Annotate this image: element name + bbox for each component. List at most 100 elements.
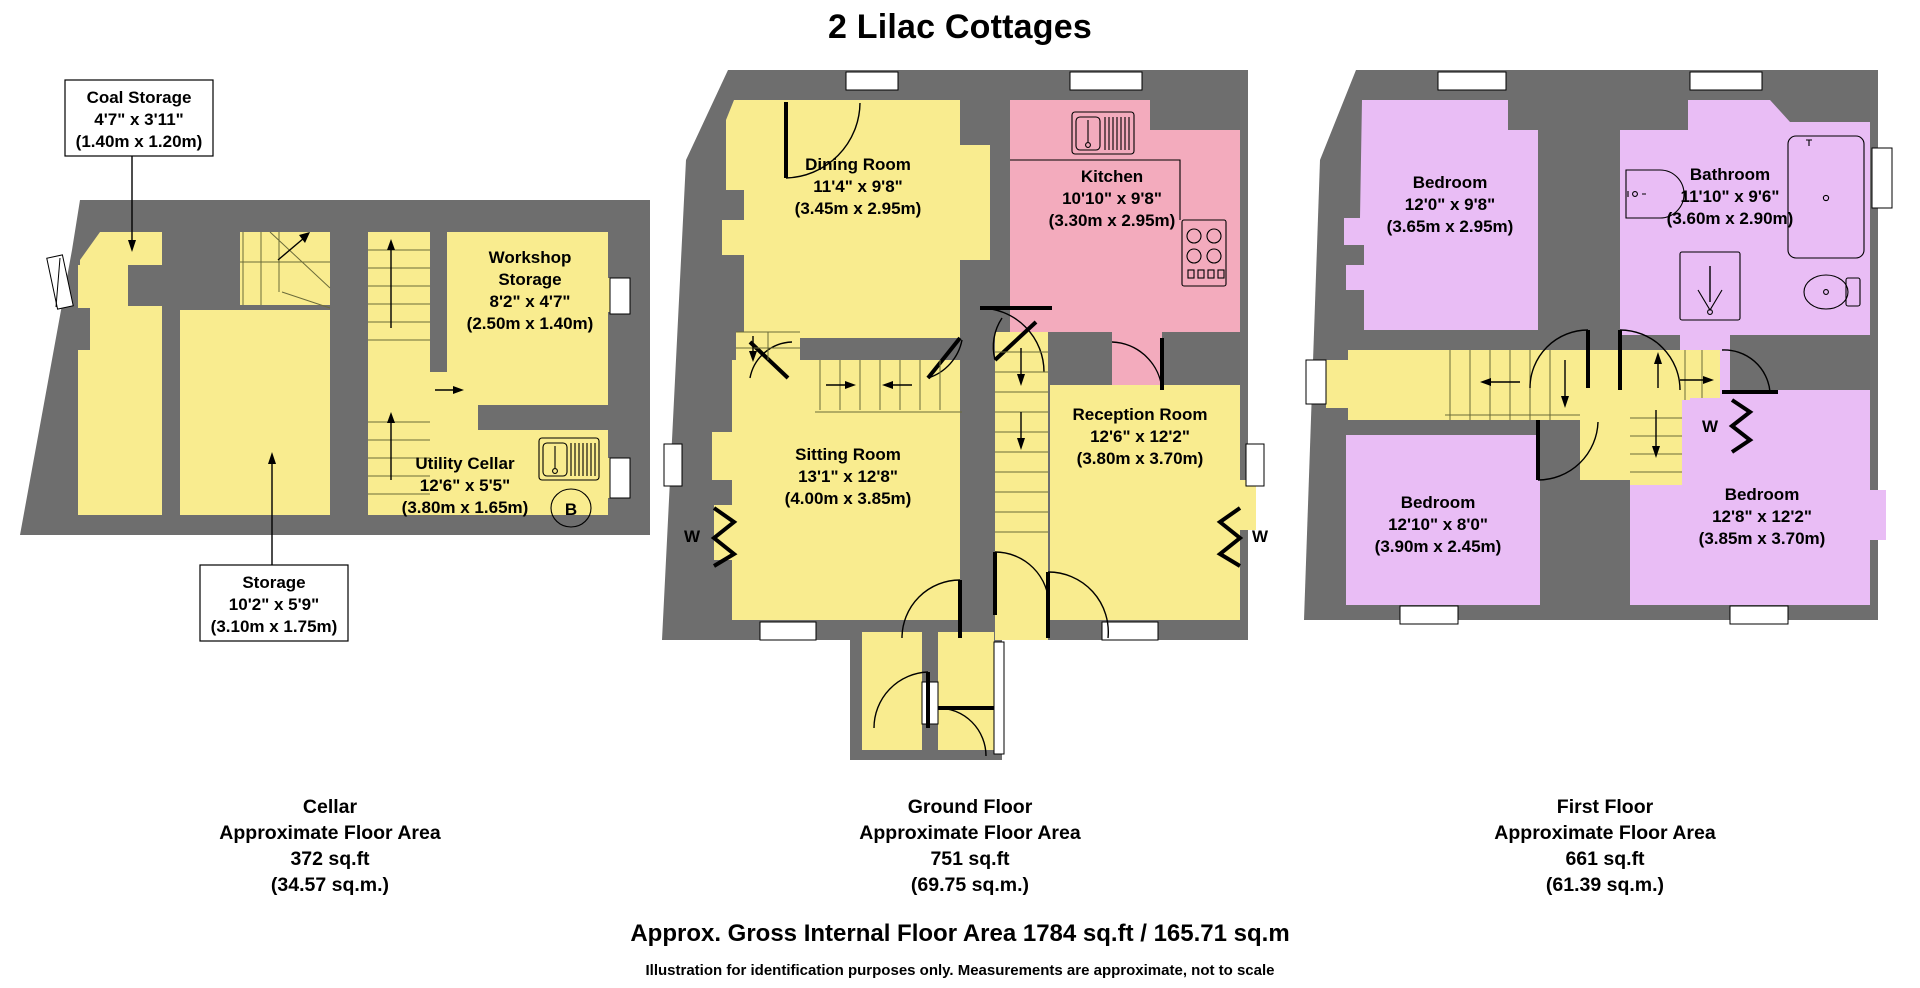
svg-text:12'8" x 12'2": 12'8" x 12'2"	[1712, 507, 1812, 526]
svg-text:12'0" x 9'8": 12'0" x 9'8"	[1405, 195, 1495, 214]
cellar-stair-upper	[368, 239, 430, 341]
kitchen-sink-icon	[1071, 111, 1135, 155]
svg-text:(3.80m x 3.70m): (3.80m x 3.70m)	[1077, 449, 1204, 468]
svg-text:Dining Room: Dining Room	[805, 155, 911, 174]
porch-outer-door	[937, 706, 994, 757]
toilet-icon	[1803, 274, 1861, 310]
svg-text:Bathroom: Bathroom	[1690, 165, 1770, 184]
sitting-room-stair-landing	[732, 360, 960, 390]
svg-text:Workshop: Workshop	[489, 248, 572, 267]
kitchen-door	[979, 306, 1052, 373]
shower-icon	[1679, 251, 1741, 321]
svg-text:W: W	[1252, 527, 1269, 546]
svg-text:10'2" x 5'9": 10'2" x 5'9"	[229, 595, 319, 614]
cellar-coal-storage-floor	[78, 265, 90, 308]
room-label-workshop-storage: Workshop Storage 8'2" x 4'7" (2.50m x 1.…	[467, 248, 594, 333]
room-label-bathroom: Bathroom 11'10" x 9'6" (3.60m x 2.90m)	[1667, 165, 1794, 228]
svg-text:11'10" x 9'6": 11'10" x 9'6"	[1681, 187, 1780, 206]
room-label-bedroom-2: Bedroom 12'10" x 8'0" (3.90m x 2.45m)	[1375, 493, 1502, 556]
dining-door	[784, 102, 861, 179]
svg-text:Storage: Storage	[498, 270, 561, 289]
first-window-bathroom-right	[1871, 147, 1893, 209]
bedroom2-floor	[1346, 435, 1540, 605]
svg-text:(3.45m x 2.95m): (3.45m x 2.95m)	[795, 199, 922, 218]
first-window-landing-left	[1305, 359, 1327, 405]
svg-text:Coal Storage: Coal Storage	[87, 88, 192, 107]
floor-plan-first: W Bedroom 12'0" x 9'8" (3.65m x 2.95m) B…	[1290, 60, 1920, 780]
room-label-bedroom-1: Bedroom 12'0" x 9'8" (3.65m x 2.95m)	[1387, 173, 1514, 236]
svg-text:12'10" x 8'0": 12'10" x 8'0"	[1388, 515, 1488, 534]
ground-window-reception-bottom	[1101, 621, 1159, 641]
ground-main-stair	[736, 331, 962, 413]
reception-bay-nib	[1238, 480, 1256, 530]
kitchen-counter-line	[1010, 159, 1181, 220]
first-window-bedroom3-bottom	[1729, 605, 1789, 625]
cellar-window-workshop	[609, 277, 631, 315]
boiler-label: B	[565, 500, 577, 519]
dining-room-floor	[722, 100, 990, 338]
svg-text:8'2" x 4'7": 8'2" x 4'7"	[490, 292, 571, 311]
first-window-bedroom1-top	[1437, 71, 1507, 91]
cellar-storage-arrow	[268, 452, 276, 565]
svg-text:Bedroom: Bedroom	[1725, 485, 1800, 504]
first-window-bathroom-top	[1689, 71, 1763, 91]
svg-text:(3.85m x 3.70m): (3.85m x 3.70m)	[1699, 529, 1826, 548]
svg-text:13'1" x 12'8": 13'1" x 12'8"	[798, 467, 898, 486]
bedroom1-door	[1529, 329, 1590, 389]
ground-window-dining-top	[845, 71, 899, 91]
svg-text:W: W	[684, 527, 701, 546]
porch-left-floor	[862, 632, 922, 750]
ground-window-sitting-left	[663, 443, 683, 487]
floor-plan-cellar: B Workshop Storage 8'2" x 4'7" (2.50m x …	[10, 60, 650, 780]
floor-caption-first: First Floor Approximate Floor Area 661 s…	[1494, 796, 1716, 896]
kitchen-stair-door	[1111, 338, 1164, 391]
svg-text:(2.50m x 1.40m): (2.50m x 1.40m)	[467, 314, 594, 333]
first-landing-left-nib	[1326, 360, 1348, 408]
page-title: 2 Lilac Cottages	[828, 8, 1092, 46]
dining-bay-nib	[722, 220, 744, 255]
bedroom2-door	[1536, 420, 1599, 481]
ground-window-reception-right	[1245, 443, 1265, 487]
svg-text:(1.40m x 1.20m): (1.40m x 1.20m)	[76, 132, 203, 151]
first-landing-stair	[1445, 350, 1580, 420]
cellar-utility-link-floor	[423, 405, 478, 432]
ground-hall-stair	[995, 348, 1048, 533]
cellar-stair-main	[240, 231, 331, 309]
svg-text:(4.00m x 3.85m): (4.00m x 3.85m)	[785, 489, 912, 508]
ground-window-kitchen-top	[1069, 71, 1143, 91]
svg-text:(3.30m x 2.95m): (3.30m x 2.95m)	[1049, 211, 1176, 230]
bedroom3-bay-nib	[1868, 490, 1886, 540]
hall-under-stair-door	[993, 551, 1050, 615]
cellar-stairwell-upper-floor	[240, 232, 330, 305]
room-label-dining-room: Dining Room 11'4" x 9'8" (3.45m x 2.95m)	[795, 155, 922, 218]
ground-window-sitting-bottom	[759, 621, 817, 641]
svg-text:W: W	[1702, 417, 1719, 436]
room-label-sitting-room: Sitting Room 13'1" x 12'8" (4.00m x 3.85…	[785, 445, 912, 508]
ground-window-porch-right	[993, 641, 1005, 755]
svg-text:Kitchen: Kitchen	[1081, 167, 1143, 186]
svg-text:(3.10m x 1.75m): (3.10m x 1.75m)	[211, 617, 338, 636]
wardrobe-marker-left: W	[684, 506, 738, 568]
floor-caption-cellar: Cellar Approximate Floor Area 372 sq.ft …	[219, 796, 441, 896]
cellar-utility-floor	[368, 430, 628, 515]
porch-right-floor	[938, 632, 994, 750]
cellar-workshop-door-arrow	[435, 386, 464, 394]
svg-text:(3.80m x 1.65m): (3.80m x 1.65m)	[402, 498, 529, 517]
cellar-window-utility	[609, 457, 631, 499]
room-label-utility-cellar: Utility Cellar 12'6" x 5'5" (3.80m x 1.6…	[402, 454, 529, 517]
svg-text:12'6" x 5'5": 12'6" x 5'5"	[420, 476, 510, 495]
svg-text:Bedroom: Bedroom	[1401, 493, 1476, 512]
sitting-room-door	[901, 579, 962, 639]
cellar-workshop-storage-floor	[447, 232, 628, 405]
cellar-window-left	[46, 254, 74, 310]
svg-text:12'6" x 12'2": 12'6" x 12'2"	[1090, 427, 1190, 446]
cellar-coal-storage-arrow	[128, 155, 136, 252]
svg-text:11'4" x 9'8": 11'4" x 9'8"	[813, 177, 902, 196]
porch-door	[873, 671, 930, 729]
svg-text:Utility Cellar: Utility Cellar	[415, 454, 515, 473]
room-label-bedroom-3: Bedroom 12'8" x 12'2" (3.85m x 3.70m)	[1699, 485, 1826, 548]
ground-hall-lower	[995, 595, 1048, 640]
floor-caption-ground: Ground Floor Approximate Floor Area 751 …	[859, 796, 1081, 896]
svg-text:Reception Room: Reception Room	[1072, 405, 1207, 424]
cellar-storage-floor	[180, 310, 330, 515]
